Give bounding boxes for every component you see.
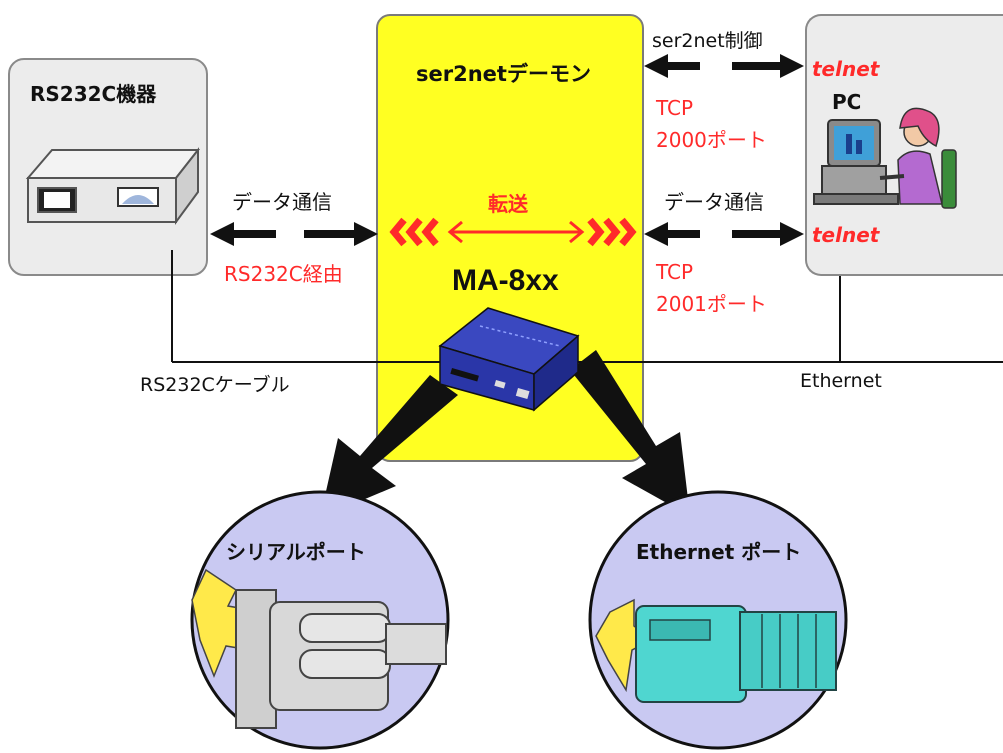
serial-pointer-arrow-icon bbox=[320, 375, 458, 518]
serial-port-illustration bbox=[190, 490, 450, 750]
mid-tcp-label: TCP bbox=[656, 260, 694, 284]
left-data-label: データ通信 bbox=[232, 190, 332, 214]
mid-port-label: 2001ポート bbox=[656, 292, 767, 316]
ma-8xx-device-icon bbox=[438, 307, 580, 412]
daemon-label: ser2netデーモン bbox=[416, 62, 591, 86]
control-label: ser2net制御 bbox=[652, 30, 763, 52]
control-arrow-icon bbox=[644, 54, 804, 78]
pc-user-icon bbox=[813, 107, 957, 209]
ethernet-pointer-arrow-icon bbox=[570, 350, 690, 516]
transfer-label: 転送 bbox=[488, 192, 528, 216]
top-port-label: 2000ポート bbox=[656, 128, 767, 152]
top-tcp-label: TCP bbox=[656, 96, 694, 120]
rs232c-device-icon bbox=[25, 147, 201, 226]
mid-telnet-label: telnet bbox=[812, 223, 880, 247]
ethernet-cable-label: Ethernet bbox=[800, 370, 882, 392]
serial-port-label: シリアルポート bbox=[226, 540, 366, 564]
top-telnet-label: telnet bbox=[812, 57, 880, 81]
device-name: MA-8xx bbox=[452, 264, 559, 297]
right-data-label: データ通信 bbox=[664, 190, 764, 214]
left-sub-label: RS232C経由 bbox=[224, 262, 343, 286]
data-arrow-left-icon bbox=[210, 222, 378, 246]
ethernet-port-label: Ethernet ポート bbox=[636, 540, 802, 564]
transfer-arrow-icon bbox=[389, 217, 637, 247]
rs232c-cable-label: RS232Cケーブル bbox=[140, 374, 290, 396]
ethernet-port-illustration bbox=[588, 490, 848, 750]
data-arrow-right-icon bbox=[644, 222, 804, 246]
rs232c-device-label: RS232C機器 bbox=[30, 82, 157, 106]
pc-label: PC bbox=[832, 90, 862, 114]
